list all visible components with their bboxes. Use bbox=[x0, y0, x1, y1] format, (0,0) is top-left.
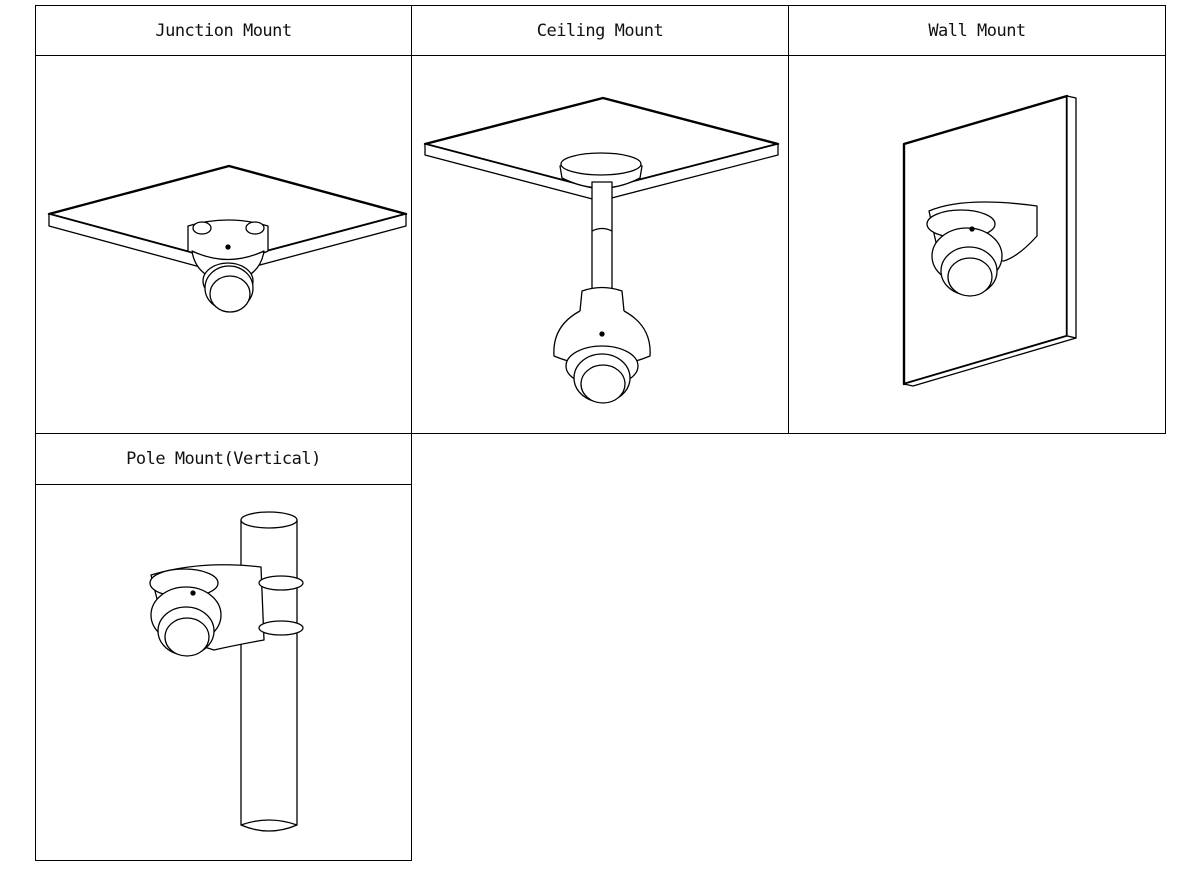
ceiling-mount-label: Ceiling Mount bbox=[536, 20, 664, 41]
pole-mount-drawing bbox=[149, 511, 304, 832]
junction-mount-illustration bbox=[35, 55, 412, 434]
wall-mount-illustration bbox=[788, 55, 1166, 434]
ceiling-mount-illustration bbox=[411, 55, 789, 434]
pole-mount-label: Pole Mount(Vertical) bbox=[126, 449, 321, 469]
junction-mount-label: Junction Mount bbox=[155, 20, 292, 41]
pole-mount-illustration bbox=[35, 484, 412, 861]
ceiling-mount-drawing bbox=[423, 96, 780, 404]
junction-mount-drawing bbox=[47, 164, 408, 313]
wall-mount-label: Wall Mount bbox=[928, 20, 1026, 41]
junction-mount-header: Junction Mount bbox=[35, 5, 412, 56]
wall-mount-header: Wall Mount bbox=[788, 5, 1166, 56]
wall-mount-drawing bbox=[902, 94, 1077, 387]
ceiling-mount-header: Ceiling Mount bbox=[411, 5, 789, 56]
pole-mount-header: Pole Mount(Vertical) bbox=[35, 433, 412, 485]
